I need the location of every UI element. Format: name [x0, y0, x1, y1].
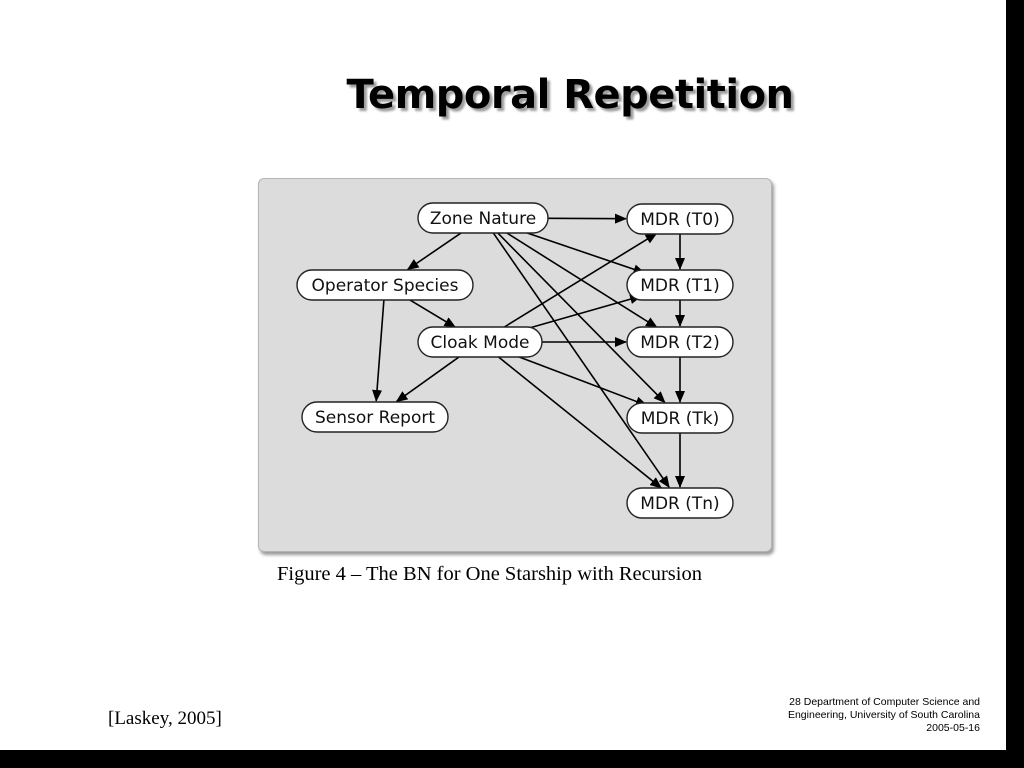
node-sensor: Sensor Report	[301, 401, 449, 433]
node-shape-tn	[626, 487, 734, 519]
node-label-t1: MDR (T1)	[640, 276, 719, 296]
node-label-zone: Zone Nature	[430, 209, 536, 229]
node-label-t2: MDR (T2)	[640, 333, 719, 353]
citation: [Laskey, 2005]	[108, 708, 222, 729]
edges-layer	[372, 213, 685, 489]
footer: 28 Department of Computer Science and En…	[788, 696, 980, 735]
node-shape-tk	[626, 402, 734, 434]
node-shape-op	[296, 269, 474, 301]
node-shape-cloak	[417, 326, 543, 358]
edge-zone-to-tn	[492, 232, 670, 489]
node-shape-t2	[626, 326, 734, 358]
node-label-tn: MDR (Tn)	[640, 494, 719, 514]
node-zone: Zone Nature	[417, 202, 549, 234]
edge-zone-to-t1	[519, 229, 646, 275]
node-shape-t1	[626, 269, 734, 301]
edge-op-to-cloak	[408, 298, 457, 328]
node-tn: MDR (Tn)	[626, 487, 734, 519]
node-label-tk: MDR (Tk)	[641, 409, 719, 429]
node-shape-t0	[626, 203, 734, 235]
node-label-sensor: Sensor Report	[315, 408, 435, 428]
edge-cloak-to-tk	[513, 353, 648, 407]
node-t2: MDR (T2)	[626, 326, 734, 358]
node-label-cloak: Cloak Mode	[431, 333, 530, 353]
node-label-op: Operator Species	[312, 276, 459, 296]
node-op: Operator Species	[296, 269, 474, 301]
edge-zone-to-tk	[496, 232, 666, 404]
node-cloak: Cloak Mode	[417, 326, 543, 358]
edge-op-to-sensor	[372, 299, 385, 402]
node-shape-sensor	[301, 401, 449, 433]
edge-cloak-to-sensor	[395, 355, 461, 403]
edge-cloak-to-t0	[502, 232, 658, 329]
node-tk: MDR (Tk)	[626, 402, 734, 434]
edge-zone-to-op	[406, 231, 463, 271]
node-shape-zone	[417, 202, 549, 234]
footer-line: 28 Department of Computer Science and	[789, 696, 980, 708]
node-t1: MDR (T1)	[626, 269, 734, 301]
figure-caption: Figure 4 – The BN for One Starship with …	[277, 563, 702, 585]
edge-cloak-to-tn	[497, 355, 663, 489]
footer-line: Engineering, University of South Carolin…	[787, 709, 980, 721]
edge-cloak-to-t1	[519, 294, 643, 332]
slide-title: Temporal Repetition	[346, 72, 794, 118]
node-t0: MDR (T0)	[626, 203, 734, 235]
node-label-t0: MDR (T0)	[640, 210, 719, 230]
footer-date: 2005-05-16	[926, 722, 980, 734]
